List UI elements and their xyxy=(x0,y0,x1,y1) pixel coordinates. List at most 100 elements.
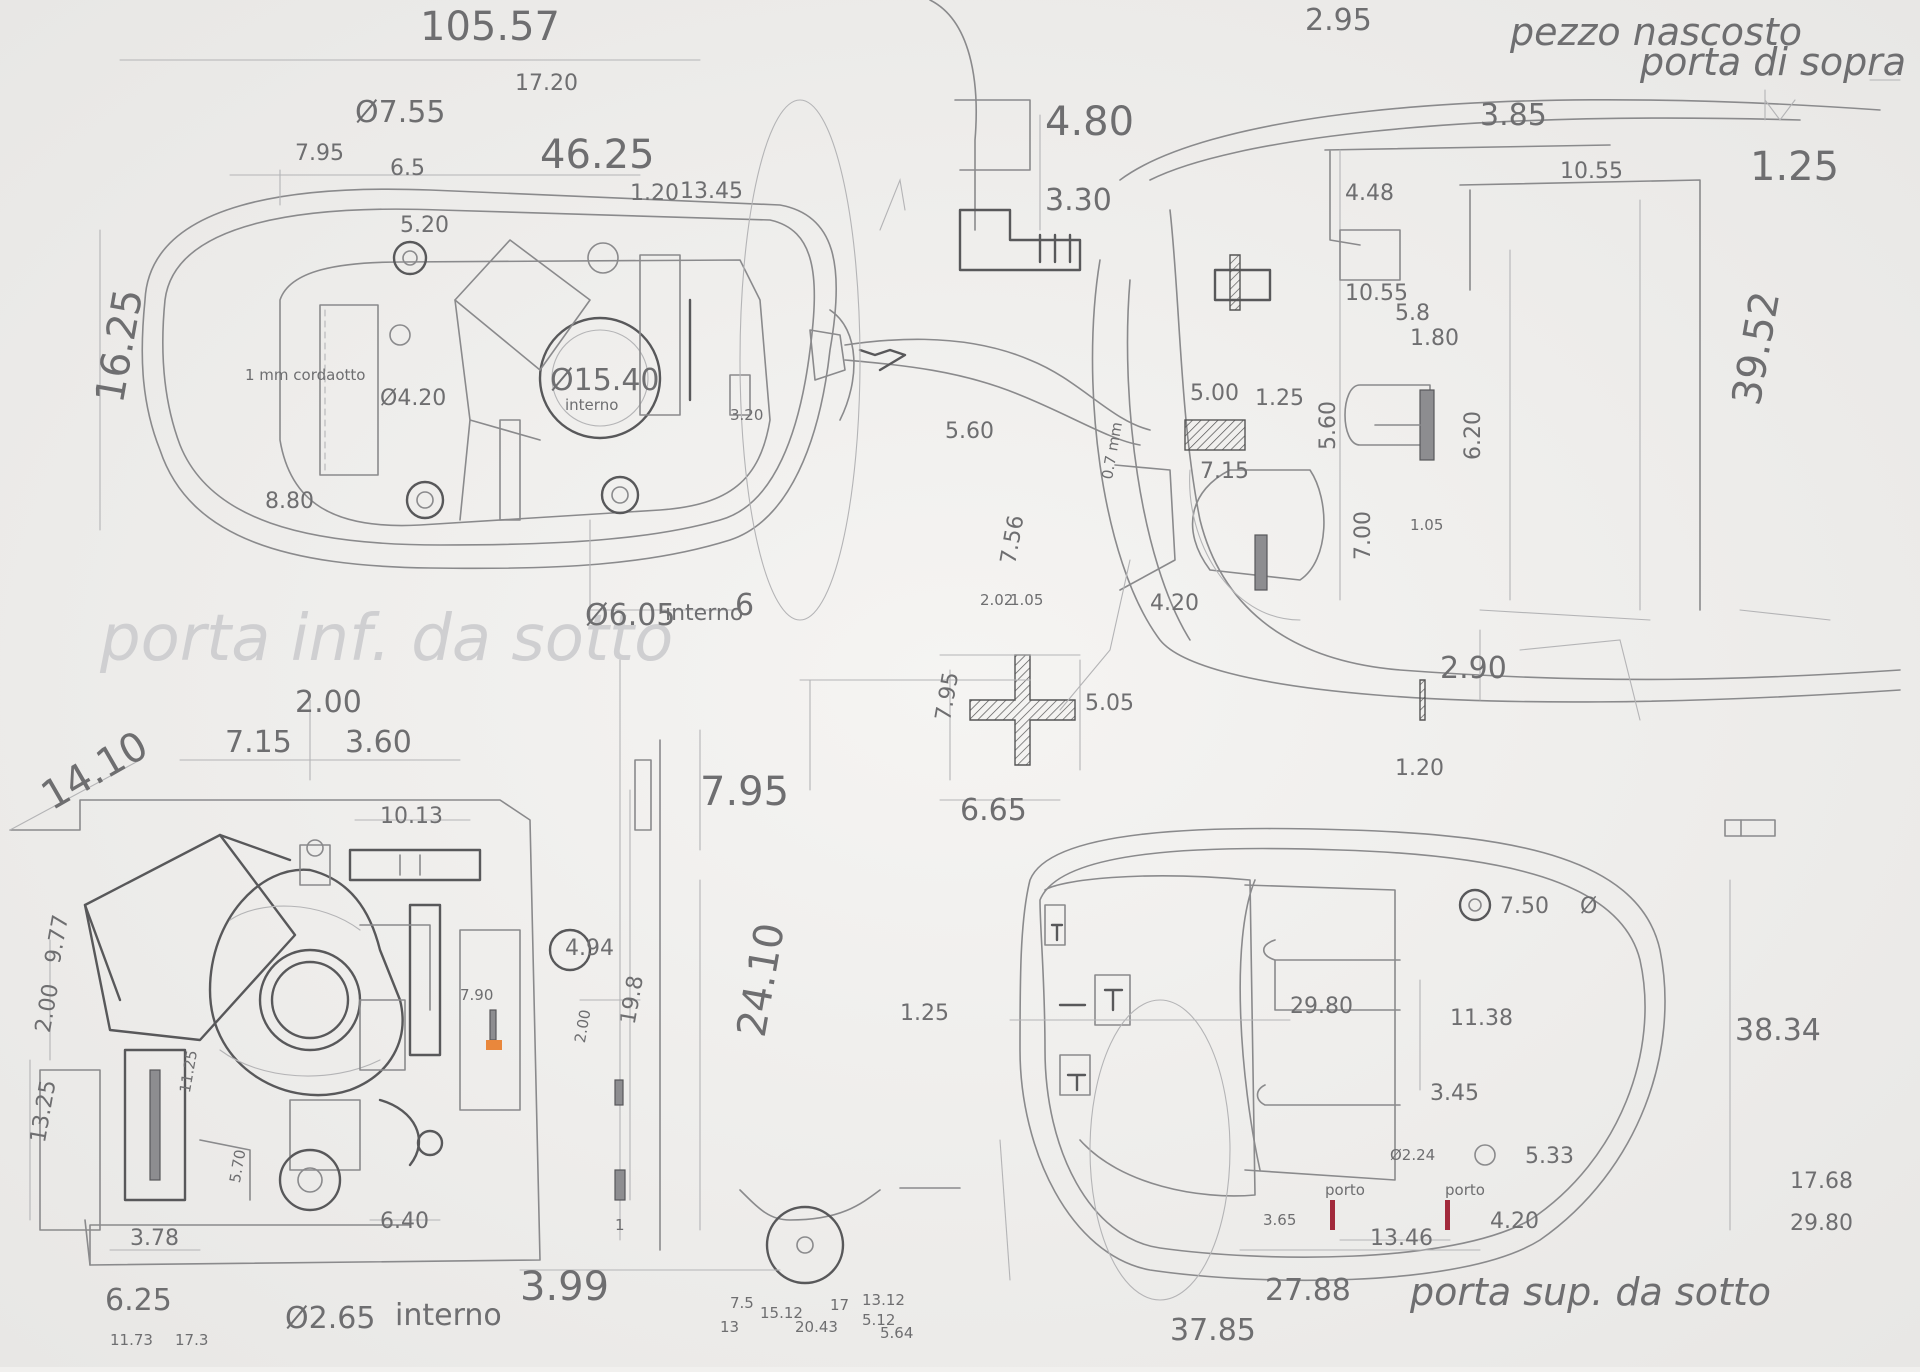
motor-interno-note: interno xyxy=(565,396,618,414)
dim-17-20: 17.20 xyxy=(515,71,578,96)
dim-3-85: 3.85 xyxy=(1480,98,1547,133)
dim-2-00-right: 2.00 xyxy=(571,1008,595,1044)
motor-diameter-label: Ø15.40 xyxy=(550,363,660,398)
dim-29-80: 29.80 xyxy=(1290,994,1353,1019)
bottom-right-part-drawing: 7.50 Ø 1.25 29.80 11.38 3.45 Ø2.24 5.33 … xyxy=(900,819,1853,1348)
side-note: 1 mm cordaotto xyxy=(245,366,365,384)
dim-1-80: 1.80 xyxy=(1410,326,1459,351)
note-5-12: 5.12 xyxy=(862,1311,895,1329)
dim-6-25: 6.25 xyxy=(105,1283,172,1318)
dim-6-5: 6.5 xyxy=(390,156,425,181)
dim-13-46: 13.46 xyxy=(1370,1226,1433,1251)
dim-3-78: 3.78 xyxy=(130,1226,179,1251)
dim-diameter-symbol: Ø xyxy=(1580,894,1597,919)
dim-diameter-2-24: Ø2.24 xyxy=(1390,1146,1435,1164)
dim-2-90: 2.90 xyxy=(1440,651,1507,686)
dim-11-38: 11.38 xyxy=(1450,1006,1513,1031)
top-center-profile: 4.80 3.30 5.60 xyxy=(879,0,1134,444)
red-marker-right xyxy=(1445,1200,1450,1230)
dim-4-48: 4.48 xyxy=(1345,181,1394,206)
dim-7-00: 7.00 xyxy=(1351,511,1376,560)
dim-3-65: 3.65 xyxy=(1263,1211,1296,1229)
dim-46-25: 46.25 xyxy=(540,132,655,178)
dim-4-94: 4.94 xyxy=(565,936,614,961)
dim-1: 1 xyxy=(615,1216,625,1234)
dim-diameter-6-05: Ø6.05 xyxy=(585,598,675,633)
dim-6: 6 xyxy=(735,588,754,623)
dim-2-95: 2.95 xyxy=(1305,3,1372,38)
corner-note-29-80: 29.80 xyxy=(1790,1211,1853,1236)
dim-diameter-7-55: Ø7.55 xyxy=(355,95,445,130)
dim-1-25-mid: 1.25 xyxy=(1255,386,1304,411)
dim-6-65: 6.65 xyxy=(960,793,1027,828)
note-5-64: 5.64 xyxy=(880,1324,913,1342)
dim-2-00-top: 2.00 xyxy=(295,685,362,720)
dim-37-85: 37.85 xyxy=(1170,1313,1256,1348)
dim-6-20: 6.20 xyxy=(1461,411,1486,460)
dim-8-80: 8.80 xyxy=(265,489,314,514)
dim-7-50: 7.50 xyxy=(1500,894,1549,919)
cross-section-detail: 7.56 2.02 1.05 7.95 5.05 6.65 xyxy=(799,513,1134,828)
dim-5-20: 5.20 xyxy=(400,213,449,238)
dim-7-15: 7.15 xyxy=(225,725,292,760)
dim-1-05: 1.05 xyxy=(1410,516,1443,534)
dim-interno-note: interno xyxy=(665,601,743,626)
dim-5-70: 5.70 xyxy=(226,1148,250,1184)
dim-4-20-br: 4.20 xyxy=(1490,1209,1539,1234)
label-porto-right: porto xyxy=(1445,1181,1485,1199)
top-left-part-drawing: 105.57 17.20 Ø7.55 7.95 6.5 46.25 1.20 1… xyxy=(87,4,1151,633)
dim-1-20-bottom: 1.20 xyxy=(1395,756,1444,781)
dim-5-05: 5.05 xyxy=(1085,691,1134,716)
hidden-piece-title-line1: pezzo nascosto xyxy=(1509,10,1802,54)
dim-38-34: 38.34 xyxy=(1735,1013,1821,1048)
bottom-center-profile: 7.95 24.10 3.99 1 7.5 13 15.12 20.43 17 … xyxy=(519,659,961,1342)
dim-3-99: 3.99 xyxy=(520,1264,609,1310)
dim-7-90: 7.90 xyxy=(460,986,493,1004)
dim-27-88: 27.88 xyxy=(1265,1273,1351,1308)
note-13: 13 xyxy=(720,1318,739,1336)
dim-3-60: 3.60 xyxy=(345,725,412,760)
dim-diameter-2-65: Ø2.65 xyxy=(285,1301,375,1336)
orange-marker xyxy=(486,1040,502,1050)
dim-3-30: 3.30 xyxy=(1045,183,1112,218)
dim-7-95: 7.95 xyxy=(295,141,344,166)
dim-5-33: 5.33 xyxy=(1525,1144,1574,1169)
corner-note-17-68: 17.68 xyxy=(1790,1169,1853,1194)
note-17-3: 17.3 xyxy=(175,1331,208,1349)
note-7-5: 7.5 xyxy=(730,1294,754,1312)
dim-5-60-center: 5.60 xyxy=(945,419,994,444)
note-11-73: 11.73 xyxy=(110,1331,153,1349)
label-porto-left: porto xyxy=(1325,1181,1365,1199)
dim-4-20-right: 4.20 xyxy=(1150,591,1199,616)
red-marker-left xyxy=(1330,1200,1335,1230)
hidden-piece-title-line2: porta di sopra xyxy=(1639,40,1906,84)
dim-4-80: 4.80 xyxy=(1045,99,1134,145)
dim-13-45: 13.45 xyxy=(680,179,743,204)
dim-7-15-right: 7.15 xyxy=(1200,459,1249,484)
bottom-right-caption: porta sup. da sotto xyxy=(1409,1270,1771,1314)
ghost-caption: porta inf. da sotto xyxy=(99,602,673,676)
dim-5-8: 5.8 xyxy=(1395,301,1430,326)
dim-1-25-top: 1.25 xyxy=(1750,144,1839,190)
dim-1-20: 1.20 xyxy=(630,181,679,206)
top-right-part-drawing: pezzo nascosto porta di sopra 2.95 3.85 … xyxy=(1091,3,1906,781)
dim-10-13: 10.13 xyxy=(380,804,443,829)
note-13-12: 13.12 xyxy=(862,1291,905,1309)
dim-7-95-bc: 7.95 xyxy=(700,769,789,815)
dim-105-57: 105.57 xyxy=(420,4,560,50)
dim-1-25-br: 1.25 xyxy=(900,1001,949,1026)
dim-interno-note-bottom: interno xyxy=(395,1298,502,1333)
dim-3-45: 3.45 xyxy=(1430,1081,1479,1106)
dim-3-20: 3.20 xyxy=(730,406,763,424)
note-20-43: 20.43 xyxy=(795,1318,838,1336)
dim-diameter-4-20: Ø4.20 xyxy=(380,386,446,411)
note-15-12: 15.12 xyxy=(760,1304,803,1322)
dim-5-60-right: 5.60 xyxy=(1316,401,1341,450)
dim-10-55-a: 10.55 xyxy=(1560,159,1623,184)
dim-6-40: 6.40 xyxy=(380,1209,429,1234)
note-17: 17 xyxy=(830,1296,849,1314)
dim-1-05-cross: 1.05 xyxy=(1010,591,1043,609)
dim-10-55-b: 10.55 xyxy=(1345,281,1408,306)
